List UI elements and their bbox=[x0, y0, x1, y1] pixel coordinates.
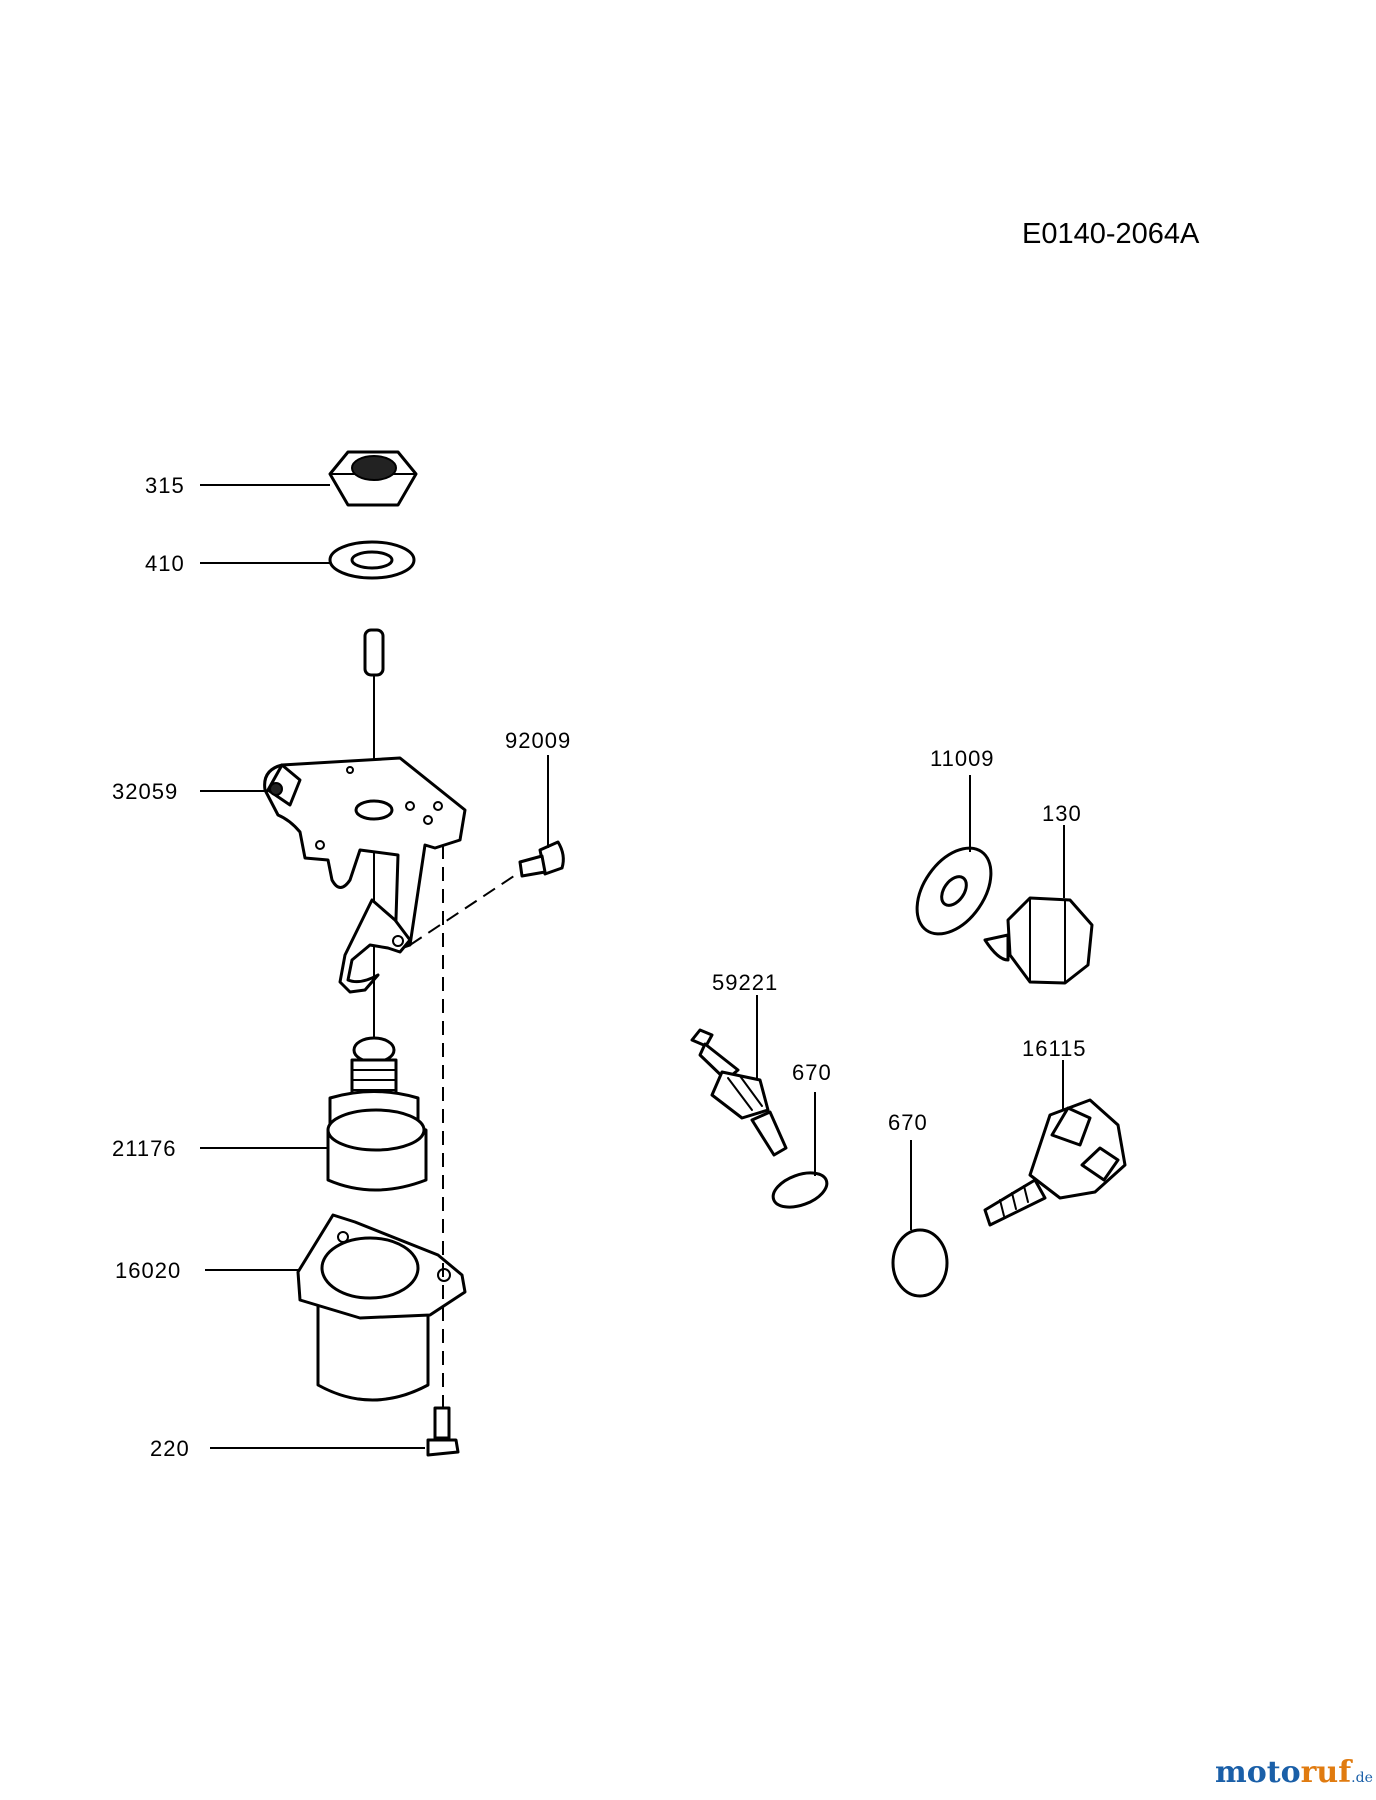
part-16020-flange-housing bbox=[296, 1213, 467, 1402]
label-16115: 16115 bbox=[1022, 1036, 1087, 1061]
part-670-o-ring-b bbox=[891, 1228, 949, 1298]
motoruf-watermark: motoruf.de bbox=[1215, 1755, 1373, 1790]
part-315-nut bbox=[328, 450, 418, 507]
part-220-bolt bbox=[426, 1406, 460, 1457]
label-32059: 32059 bbox=[112, 779, 178, 804]
label-410: 410 bbox=[145, 551, 185, 576]
diagram-code: E0140-2064A bbox=[1022, 218, 1200, 250]
label-92009: 92009 bbox=[505, 728, 571, 753]
label-16020: 16020 bbox=[115, 1258, 181, 1283]
label-11009: 11009 bbox=[930, 746, 995, 771]
label-315: 315 bbox=[145, 473, 185, 498]
watermark-part2: ruf bbox=[1301, 1755, 1354, 1790]
label-21176: 21176 bbox=[112, 1136, 177, 1161]
part-16115-float-valve bbox=[983, 1098, 1127, 1227]
label-130: 130 bbox=[1042, 801, 1082, 826]
part-21176-solenoid bbox=[326, 1036, 428, 1192]
label-670-a: 670 bbox=[792, 1060, 832, 1085]
part-92009-screw bbox=[518, 840, 565, 878]
part-rod bbox=[363, 628, 385, 1051]
part-11009-gasket bbox=[915, 846, 993, 936]
label-670-b: 670 bbox=[888, 1110, 928, 1135]
part-59221-jet bbox=[690, 1028, 788, 1157]
part-670-o-ring-a bbox=[771, 1171, 829, 1209]
watermark-tld: .de bbox=[1351, 1770, 1373, 1786]
part-130-plug bbox=[983, 896, 1094, 985]
svg-text:motoruf.de: motoruf.de bbox=[1215, 1755, 1373, 1790]
part-410-washer bbox=[328, 540, 416, 580]
label-220: 220 bbox=[150, 1436, 190, 1461]
watermark-part1: moto bbox=[1215, 1755, 1301, 1790]
label-59221: 59221 bbox=[712, 970, 778, 995]
part-32059-bracket bbox=[263, 756, 467, 994]
